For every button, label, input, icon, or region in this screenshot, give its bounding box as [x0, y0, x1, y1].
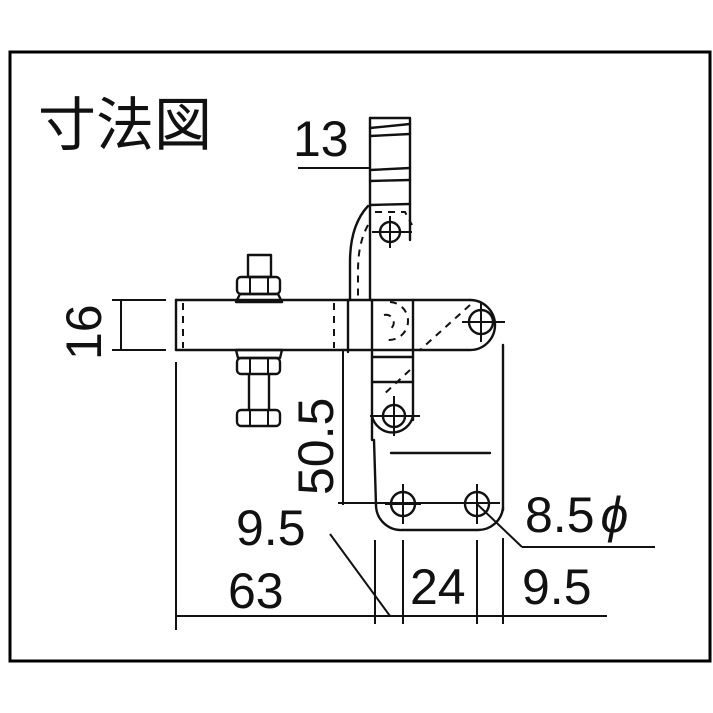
clamp-bar	[174, 298, 505, 354]
dim-right-offset: 9.5	[522, 559, 592, 615]
dimension-lines	[112, 167, 655, 630]
dim-hole-pitch: 24	[410, 559, 466, 615]
dim-height: 50.5	[288, 398, 344, 495]
dim-bar-thickness: 16	[56, 304, 112, 360]
drawing-title: 寸法図	[38, 91, 212, 159]
dim-left-offset: 9.5	[236, 500, 306, 556]
dim-total-length: 63	[228, 563, 284, 619]
spindle-bolt	[234, 253, 284, 428]
drawing-frame	[8, 50, 712, 663]
lever-handle	[348, 116, 413, 302]
dim-lever-width: 13	[293, 111, 349, 167]
link-pivot	[370, 298, 420, 442]
base-plate	[372, 343, 505, 532]
